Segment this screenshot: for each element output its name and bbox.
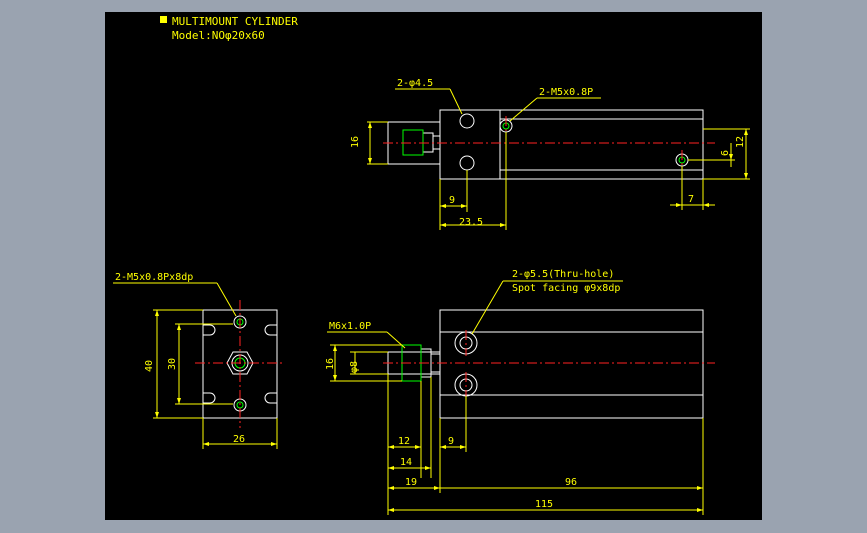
dim-top-7: 7 [688, 194, 694, 205]
dim-top-23-5-text: 23.5 [459, 217, 483, 228]
cad-drawing: MULTIMOUNT CYLINDER Model:NOφ20x60 2-φ4.… [113, 15, 750, 515]
front-view: 2-φ5.5(Thru-hole) Spot facing φ9x8dp M6x… [325, 269, 715, 515]
top-view-body [439, 109, 704, 180]
dim-front-phi8: φ8 [349, 361, 360, 373]
dim-front-115: 115 [535, 499, 553, 510]
label-taps: 2-M5x0.8Px8dp [115, 272, 193, 283]
end-view: 2-M5x0.8Px8dp 40 30 26 [113, 272, 285, 449]
front-view-body [439, 309, 704, 419]
top-view: 2-φ4.5 2-M5x0.8P 16 9 23.5 7 6 12 [350, 78, 750, 230]
dim-front-16: 16 [325, 358, 336, 370]
label-holes: 2-φ4.5 [397, 78, 433, 89]
dim-front-12: 12 [398, 436, 410, 447]
dim-front-14: 14 [400, 457, 412, 468]
cad-viewport[interactable]: MULTIMOUNT CYLINDER Model:NOφ20x60 2-φ4.… [105, 12, 762, 520]
top-hole-upper [459, 113, 475, 129]
dim-end-40: 40 [144, 360, 155, 372]
dim-top-6: 6 [720, 150, 731, 156]
dim-top-12: 12 [735, 136, 746, 148]
drawing-model: Model:NOφ20x60 [172, 29, 265, 42]
dim-top-16: 16 [350, 136, 361, 148]
dim-front-19: 19 [405, 477, 417, 488]
label-thru-holes: 2-φ5.5(Thru-hole) [512, 269, 614, 280]
top-hole-lower [459, 155, 475, 171]
label-ports: 2-M5x0.8P [539, 87, 593, 98]
dim-end-30: 30 [167, 358, 178, 370]
title-marker [160, 16, 167, 23]
dim-front-96: 96 [565, 477, 577, 488]
dim-top-9: 9 [449, 195, 455, 206]
dim-front-9: 9 [448, 436, 454, 447]
label-spot-facing: Spot facing φ9x8dp [512, 283, 620, 294]
dim-end-26: 26 [233, 434, 245, 445]
drawing-title: MULTIMOUNT CYLINDER [172, 15, 298, 28]
label-rod-thread: M6x1.0P [329, 321, 371, 332]
